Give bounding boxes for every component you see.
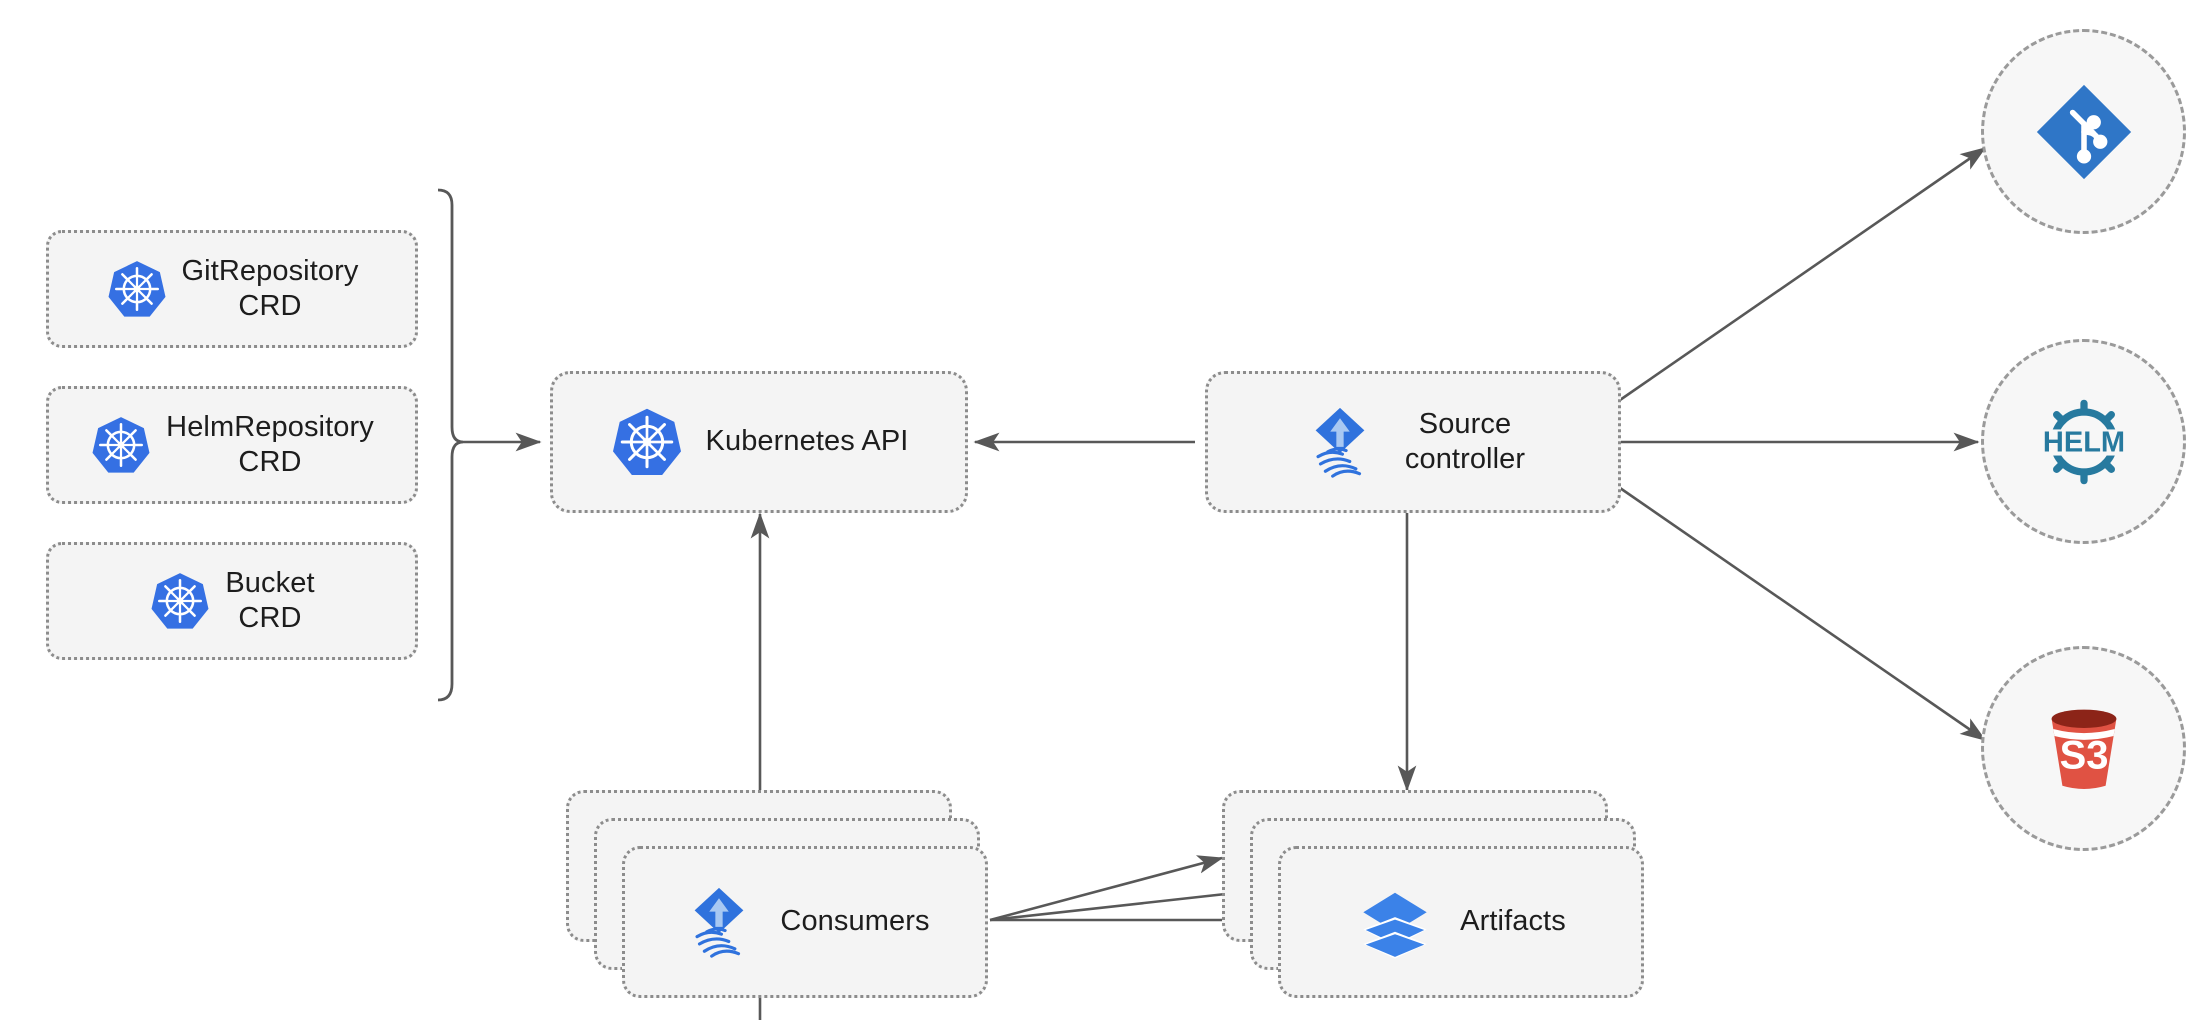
- git-icon: [2036, 84, 2131, 179]
- edge-source-controller-to-s3: [1619, 486, 1987, 742]
- s3-label: S3: [2059, 733, 2108, 777]
- crd-group-brace: [437, 188, 464, 702]
- source-circle-s3[interactable]: S3: [1981, 646, 2186, 851]
- edge-source-controller-to-git: [1619, 146, 1987, 402]
- helm-icon: HELM: [2040, 399, 2127, 484]
- crd-card-bucket[interactable]: Bucket CRD: [46, 542, 418, 660]
- crd-card-label: GitRepository CRD: [181, 254, 359, 322]
- edge-consumers-to-artifacts-1: [989, 855, 1224, 922]
- node-label: Artifacts: [1460, 905, 1566, 938]
- kubernetes-icon: [92, 417, 150, 473]
- crd-card-helmrepository[interactable]: HelmRepository CRD: [46, 386, 418, 504]
- node-consumers[interactable]: Consumers: [622, 846, 988, 998]
- crd-card-gitrepository[interactable]: GitRepository CRD: [46, 230, 418, 348]
- source-circle-git[interactable]: [1981, 29, 2186, 234]
- node-artifacts[interactable]: Artifacts: [1278, 846, 1644, 998]
- s3-icon: S3: [2051, 709, 2116, 789]
- crd-card-label: Bucket CRD: [225, 566, 315, 634]
- node-label: Source controller: [1404, 407, 1526, 475]
- kubernetes-icon: [108, 261, 165, 317]
- source-circle-helm[interactable]: HELM: [1981, 339, 2186, 544]
- node-label: Consumers: [780, 905, 930, 938]
- kubernetes-icon: [612, 408, 681, 475]
- flux-icon: [1315, 407, 1365, 478]
- helm-label: HELM: [2042, 426, 2124, 458]
- layers-icon: [1363, 892, 1427, 959]
- node-label: Kubernetes API: [705, 425, 909, 458]
- crd-card-label: HelmRepository CRD: [166, 410, 374, 478]
- flux-icon: [695, 887, 744, 958]
- kubernetes-icon: [151, 573, 209, 629]
- node-source-controller[interactable]: Source controller: [1205, 371, 1621, 513]
- node-kubernetes-api[interactable]: Kubernetes API: [550, 371, 968, 513]
